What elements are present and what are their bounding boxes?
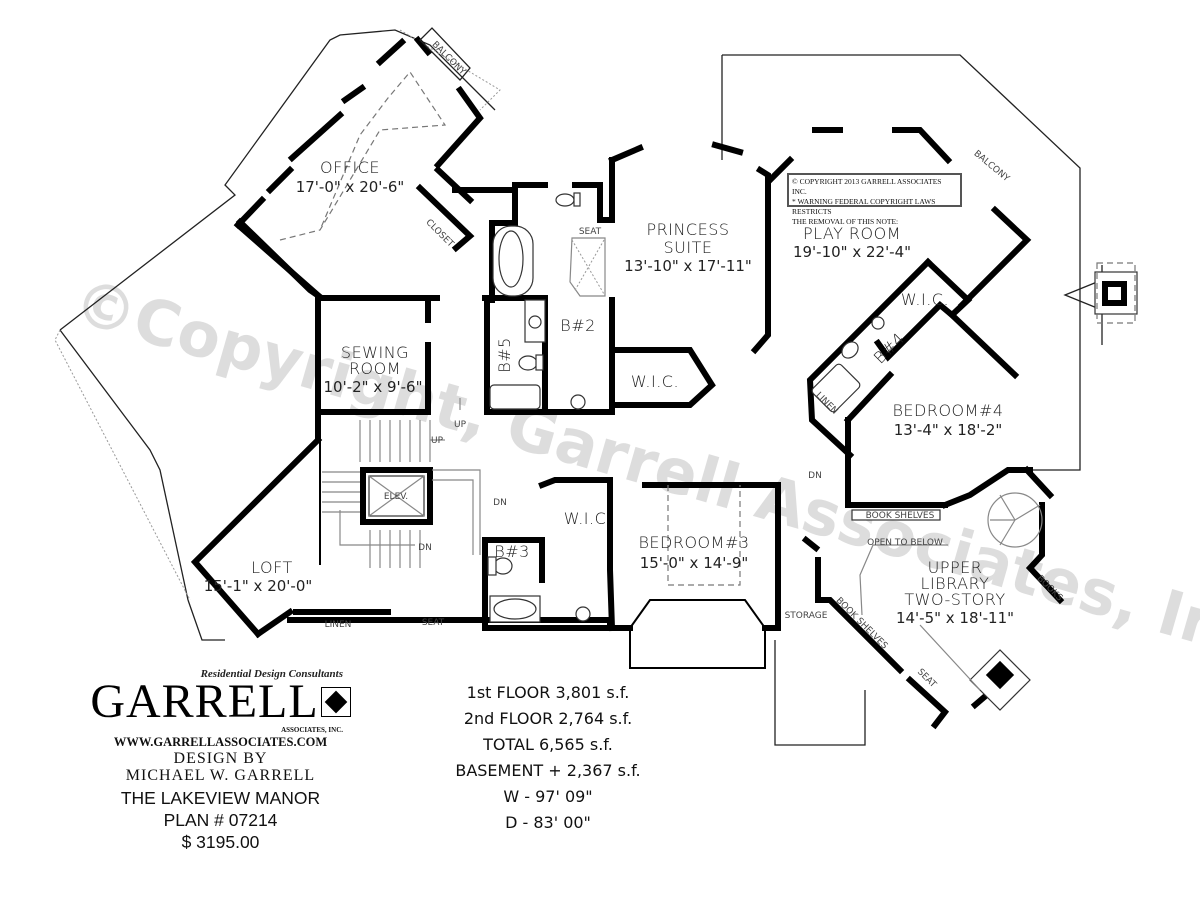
bedroom-4-dims: 13'-4" x 18'-2" (894, 421, 1003, 439)
company-website: WWW.GARRELLASSOCIATES.COM (113, 735, 328, 749)
office-walls (233, 27, 484, 302)
bedroom-3-wic-label: W.I.C (564, 509, 607, 528)
loft-dims: 15'-1" x 20'-0" (204, 577, 313, 595)
princess-wic-label: W.I.C. (631, 372, 679, 391)
overall-depth: D - 83' 00" (505, 813, 591, 832)
stair-dn-label-2: DN (418, 543, 432, 553)
stair-up-label-2: UP (431, 436, 444, 446)
title-block: Residential Design Consultants GARRELL A… (88, 668, 353, 853)
second-floor-area: 2nd FLOOR 2,764 s.f. (463, 709, 633, 728)
plan-number: PLAN # 07214 (163, 810, 278, 830)
sewing-room-name-1: SEWING (341, 343, 409, 362)
bath-5-label: B#5 (495, 337, 514, 373)
elevator-label: ELEV. (384, 492, 408, 502)
bedroom-3-dims: 15'-0" x 14'-9" (640, 554, 749, 572)
stair-up-label-1: UP (454, 420, 467, 430)
first-floor-area: 1st FLOOR 3,801 s.f. (466, 683, 630, 702)
bath-3-label: B#3 (494, 542, 530, 561)
copyright-line-1: © COPYRIGHT 2013 GARRELL ASSOCIATES INC. (792, 177, 942, 196)
upper-library-name-2: LIBRARY (921, 574, 990, 593)
play-room-dims: 19'-10" x 22'-4" (793, 243, 911, 261)
bath-4-label: B#4 (870, 329, 909, 368)
logo-wordmark: GARRELL (90, 675, 319, 728)
company-logo: GARRELL (88, 678, 353, 726)
designer-name: MICHAEL W. GARRELL (125, 767, 316, 784)
sewing-room-dims: 10'-2" x 9'-6" (323, 378, 422, 396)
chimney (1063, 262, 1138, 324)
stair-dn-label-3: DN (808, 471, 822, 481)
company-suffix: ASSOCIATES, INC. (281, 726, 343, 734)
stair-dn-label-1: DN (493, 498, 507, 508)
bath-seat-label: SEAT (579, 227, 602, 237)
upper-library-name-3: TWO-STORY (904, 590, 1005, 609)
closet-label: CLOSET (424, 218, 456, 250)
company-tagline: Residential Design Consultants (200, 668, 343, 680)
open-to-below-label: OPEN TO BELOW (867, 538, 943, 548)
princess-suite-dims: 13'-10" x 17'-11" (624, 257, 752, 275)
bedroom-4-wic-label: W.I.C. (901, 290, 949, 309)
fixtures (322, 192, 1043, 711)
play-balcony-label: BALCONY (972, 149, 1012, 185)
upper-library-dims: 14'-5" x 18'-11" (896, 609, 1014, 627)
diamond-logo-icon (320, 687, 351, 717)
total-area: TOTAL 6,565 s.f. (483, 735, 613, 754)
bedroom-4-name: BEDROOM#4 (892, 401, 1003, 420)
area-stats: 1st FLOOR 3,801 s.f. 2nd FLOOR 2,764 s.f… (428, 680, 668, 836)
copyright-line-3: THE REMOVAL OF THIS NOTE: (792, 217, 899, 226)
book-shelves-top-label: BOOK SHELVES (866, 511, 935, 521)
play-room-name: PLAY ROOM (803, 224, 901, 243)
office-name: OFFICE (320, 158, 380, 177)
princess-suite-name-2: SUITE (664, 238, 713, 257)
hall-seat-label: SEAT (422, 618, 445, 628)
overall-width: W - 97' 09" (503, 787, 593, 806)
copyright-line-2: * WARNING FEDERAL COPYRIGHT LAWS RESTRIC… (792, 197, 936, 216)
hall-linen-label: LINEN (325, 620, 352, 630)
sewing-room-name-2: ROOM (349, 359, 401, 378)
copyright-note: © COPYRIGHT 2013 GARRELL ASSOCIATES INC.… (787, 173, 962, 226)
design-by-label: DESIGN BY (173, 750, 268, 767)
upper-library-name-1: UPPER (928, 558, 983, 577)
princess-suite-name-1: PRINCESS (646, 220, 729, 239)
basement-area: BASEMENT + 2,367 s.f. (455, 761, 641, 780)
plan-name: THE LAKEVIEW MANOR (120, 788, 321, 808)
plan-price: $ 3195.00 (181, 832, 260, 852)
roof-outlines (54, 29, 1103, 746)
storage-label: STORAGE (785, 611, 828, 621)
loft-name: LOFT (251, 558, 293, 577)
main-walls (190, 127, 1065, 730)
bedroom-3-name: BEDROOM#3 (638, 533, 749, 552)
office-dims: 17'-0" x 20'-6" (296, 178, 405, 196)
bath-2-label: B#2 (560, 316, 596, 335)
